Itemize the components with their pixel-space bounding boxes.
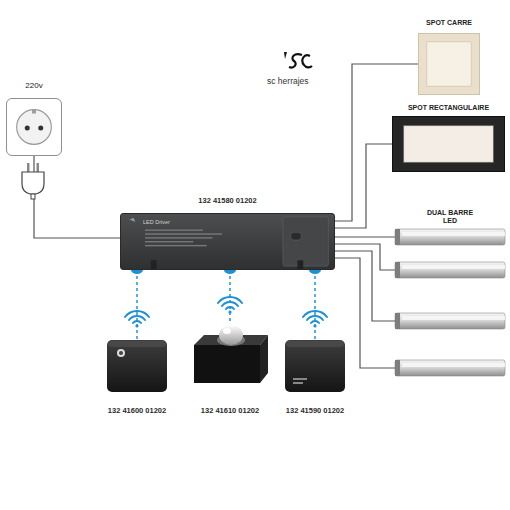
wifi-symbol <box>125 311 149 328</box>
part-label: 132 41590 01202 <box>286 406 344 415</box>
logo-mark <box>284 52 312 67</box>
led-bar: DUAL BARRE LED <box>395 229 505 245</box>
led-bar-extra <box>395 262 505 278</box>
rectangular-spot: SPOT RECTANGULAIRE <box>392 116 505 172</box>
rectangular-spot-shape <box>393 117 504 171</box>
square-spot: SPOT CARRE <box>418 33 480 95</box>
led-bar-extra <box>395 360 505 376</box>
part-label: SPOT RECTANGULAIRE <box>408 104 489 113</box>
part-label: DUAL BARRE LED <box>426 209 474 227</box>
sensor-switch: 132 41600 01202 <box>107 340 167 392</box>
led-driver: 132 41580 01202LED Driver <box>120 213 335 270</box>
wall-socket: 220v <box>6 98 62 156</box>
part-label: 132 41600 01202 <box>108 406 166 415</box>
wire <box>335 244 395 270</box>
wifi-symbol <box>218 297 242 314</box>
power-wire <box>34 156 120 238</box>
wire <box>335 251 395 321</box>
wireless-link <box>229 270 231 323</box>
sensor-switch-shape <box>107 340 167 392</box>
motion-sensor-shape <box>190 323 270 385</box>
touch-sensor-shape <box>285 340 345 392</box>
power-wire <box>335 144 392 228</box>
motion-sensor: 132 41610 01202 <box>190 323 270 385</box>
part-label: SPOT CARRE <box>426 19 472 28</box>
wireless-link <box>136 270 138 340</box>
wall-socket-shape <box>7 99 61 155</box>
power-wire <box>335 236 395 237</box>
touch-sensor: 132 41590 01202 <box>285 340 345 392</box>
receiver-mark <box>131 270 321 274</box>
led-bar-shape <box>395 229 505 245</box>
wireless-link <box>314 270 316 340</box>
power-plug <box>22 163 44 199</box>
square-spot-shape <box>419 34 479 94</box>
part-label: 132 41610 01202 <box>201 406 259 415</box>
led-bar-extra <box>395 313 505 329</box>
brand-name: sc herrajes <box>267 76 309 86</box>
wifi-symbol <box>303 311 327 328</box>
part-label: 132 41580 01202 <box>198 196 256 205</box>
box-text: LED Driver <box>143 219 170 226</box>
part-label: 220v <box>25 81 42 91</box>
